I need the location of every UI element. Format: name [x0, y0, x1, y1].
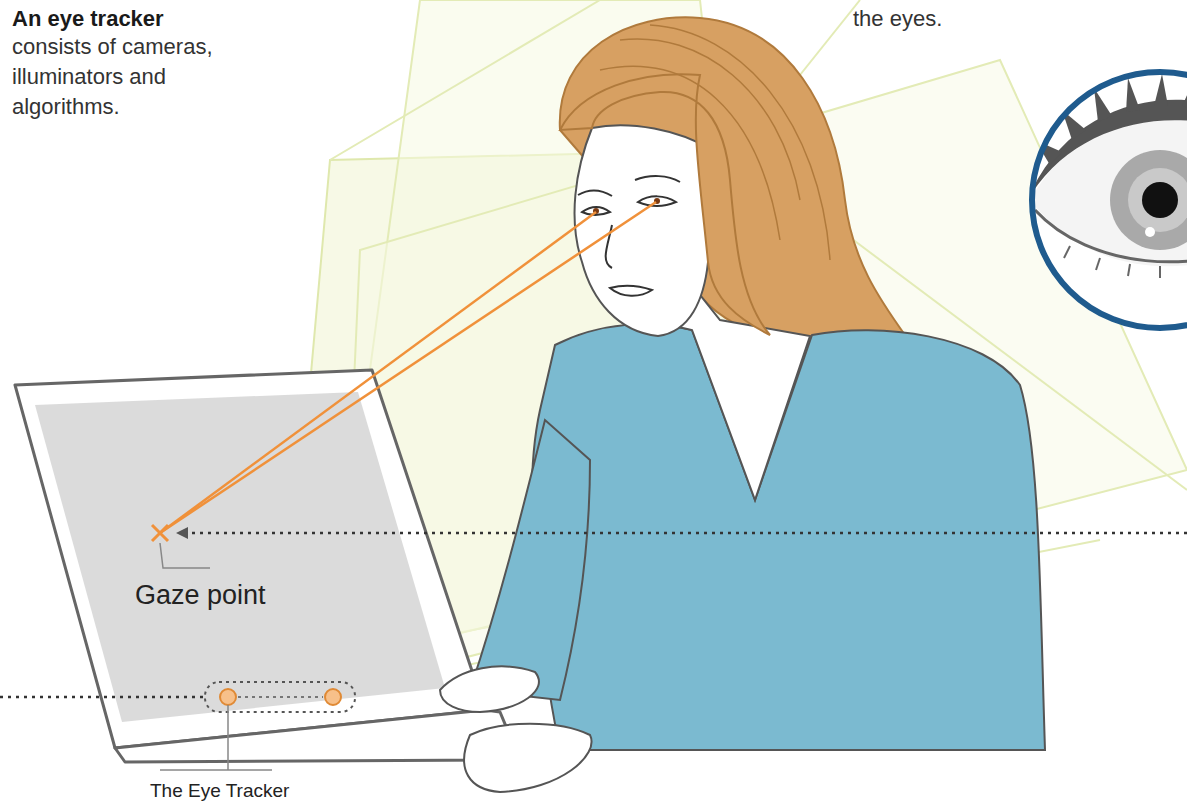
tracker-camera: [325, 689, 341, 705]
cropped-note: the eyes.: [853, 4, 1053, 34]
description-note: consists of cameras, illuminators and al…: [12, 32, 277, 122]
hair-strands: [600, 25, 830, 260]
leader-line: [160, 705, 272, 770]
face: [575, 125, 712, 336]
hands: [440, 666, 592, 792]
face-features: [578, 176, 680, 296]
leader-line: [160, 543, 210, 568]
dotted-pointer: [185, 532, 1187, 535]
gaze-label: Gaze point: [135, 578, 355, 612]
hair-front: [560, 74, 770, 335]
dotted-pointer: [0, 696, 205, 699]
arrow-head: [176, 527, 188, 539]
hair: [560, 17, 905, 346]
gaze-ray: [160, 202, 656, 533]
gaze-marker: [152, 525, 168, 541]
laptop: [15, 370, 515, 762]
tracker-label: The Eye Tracker: [150, 778, 370, 804]
tracker-link: [238, 696, 323, 698]
arm: [470, 420, 590, 700]
eye-inset: [1025, 72, 1187, 328]
gaze-ray: [160, 212, 596, 533]
heading-note: An eye tracker: [12, 4, 312, 34]
tracker-illuminator: [220, 689, 236, 705]
